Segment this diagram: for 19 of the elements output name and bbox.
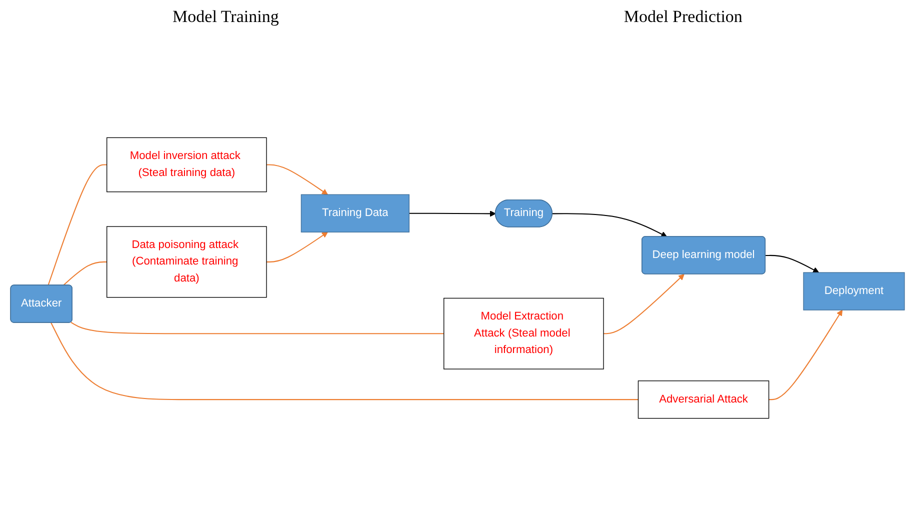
- section-heading: Model Prediction: [624, 7, 742, 27]
- node-box: Model inversion attack (Steal training data): [106, 136, 267, 192]
- arrow: [266, 164, 328, 194]
- node-box: Training Data: [300, 194, 410, 232]
- node-box: Model Extraction Attack (Steal model information): [444, 297, 604, 369]
- arrow: [766, 254, 820, 272]
- node-box: Data poisoning attack (Contaminate training data): [106, 226, 267, 298]
- connector: [62, 260, 107, 286]
- section-heading: Model Training: [172, 7, 279, 27]
- arrow: [552, 212, 668, 237]
- connector: [70, 321, 444, 334]
- connector: [50, 322, 638, 400]
- node-box: Adversarial Attack: [638, 380, 770, 418]
- arrow: [604, 274, 684, 334]
- node-box: Deployment: [803, 272, 905, 310]
- arrow: [266, 231, 328, 262]
- arrow: [409, 210, 496, 216]
- connector: [48, 164, 107, 286]
- arrow: [768, 309, 843, 400]
